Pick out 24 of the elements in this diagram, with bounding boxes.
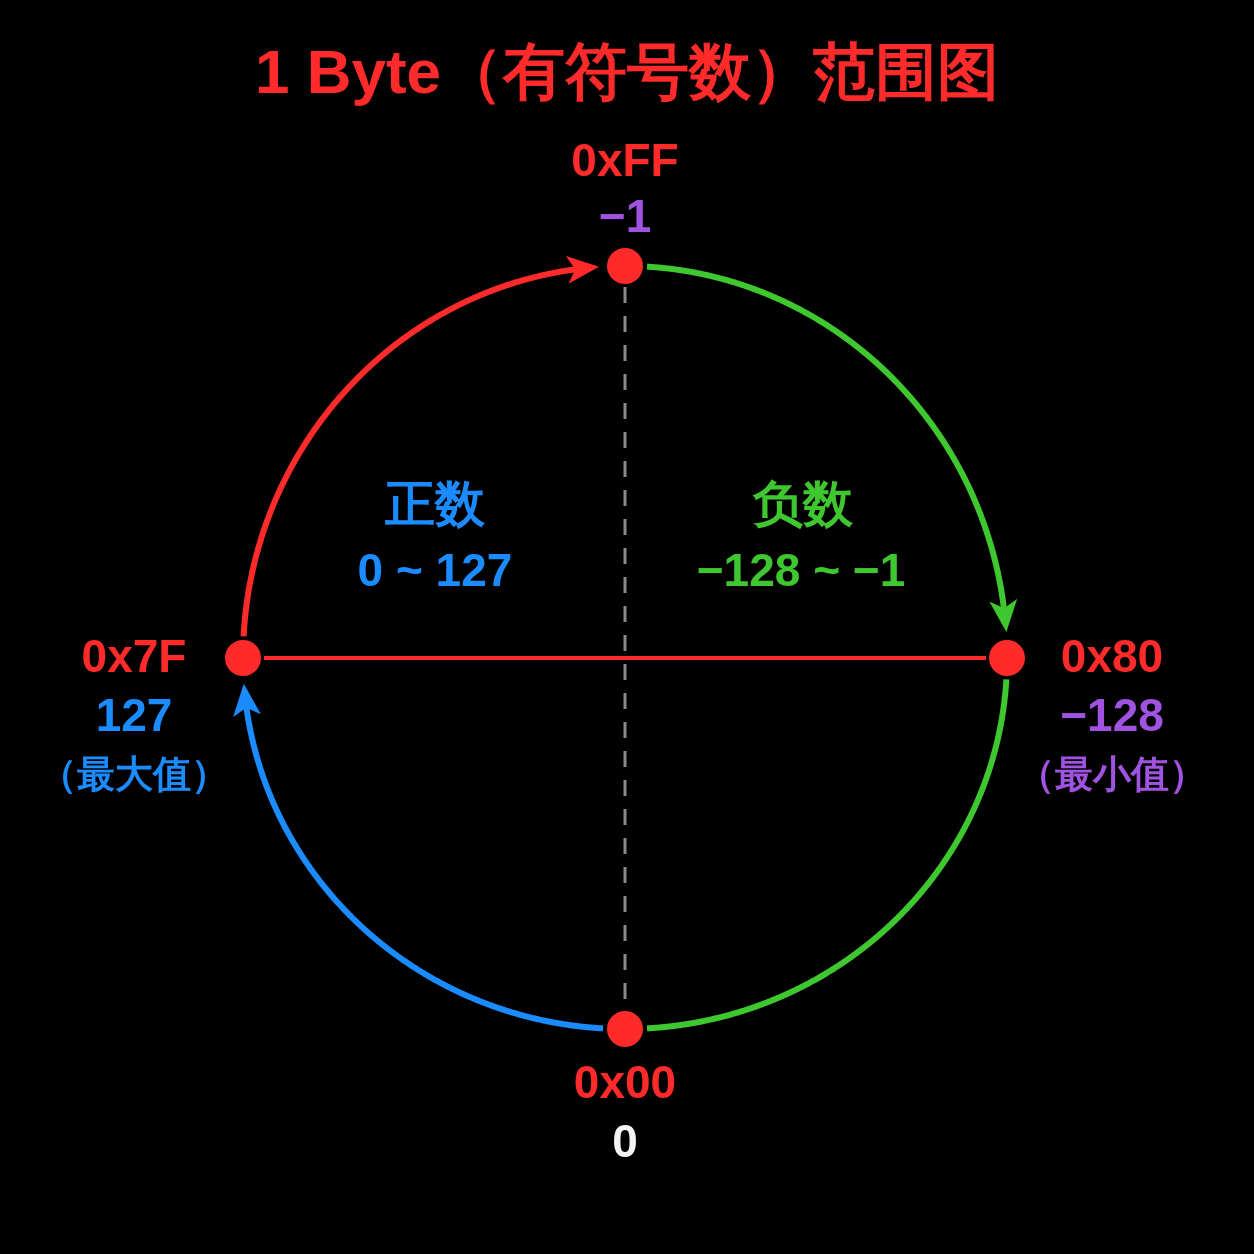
note-label: （最小值） (1017, 752, 1207, 796)
endpoint-dot (607, 1011, 643, 1047)
endpoint-dot (607, 248, 643, 284)
title: 1 Byte（有符号数）范围图 (254, 37, 1000, 107)
value-label: 0 (612, 1116, 638, 1168)
hex-label: 0x80 (1060, 631, 1164, 683)
curved-arrow (645, 263, 1018, 633)
region-label: 负数 (753, 476, 853, 532)
range-label: 0 ~ 127 (357, 545, 513, 597)
endpoint-dot (225, 640, 261, 676)
endpoint-dot (989, 640, 1025, 676)
curved-line (645, 677, 1010, 1032)
region-label: 正数 (385, 476, 485, 532)
connector-line (264, 656, 986, 660)
note-label: （最大值） (39, 752, 229, 796)
curved-arrow (233, 683, 605, 1032)
hex-label: 0xFF (571, 135, 679, 187)
hex-label: 0x7F (81, 631, 187, 683)
value-label: −1 (598, 191, 652, 243)
curved-arrow (240, 256, 599, 639)
range-label: −128 ~ −1 (696, 545, 906, 597)
value-label: −128 (1060, 690, 1164, 742)
value-label: 127 (95, 690, 173, 742)
hex-label: 0x00 (573, 1057, 677, 1109)
